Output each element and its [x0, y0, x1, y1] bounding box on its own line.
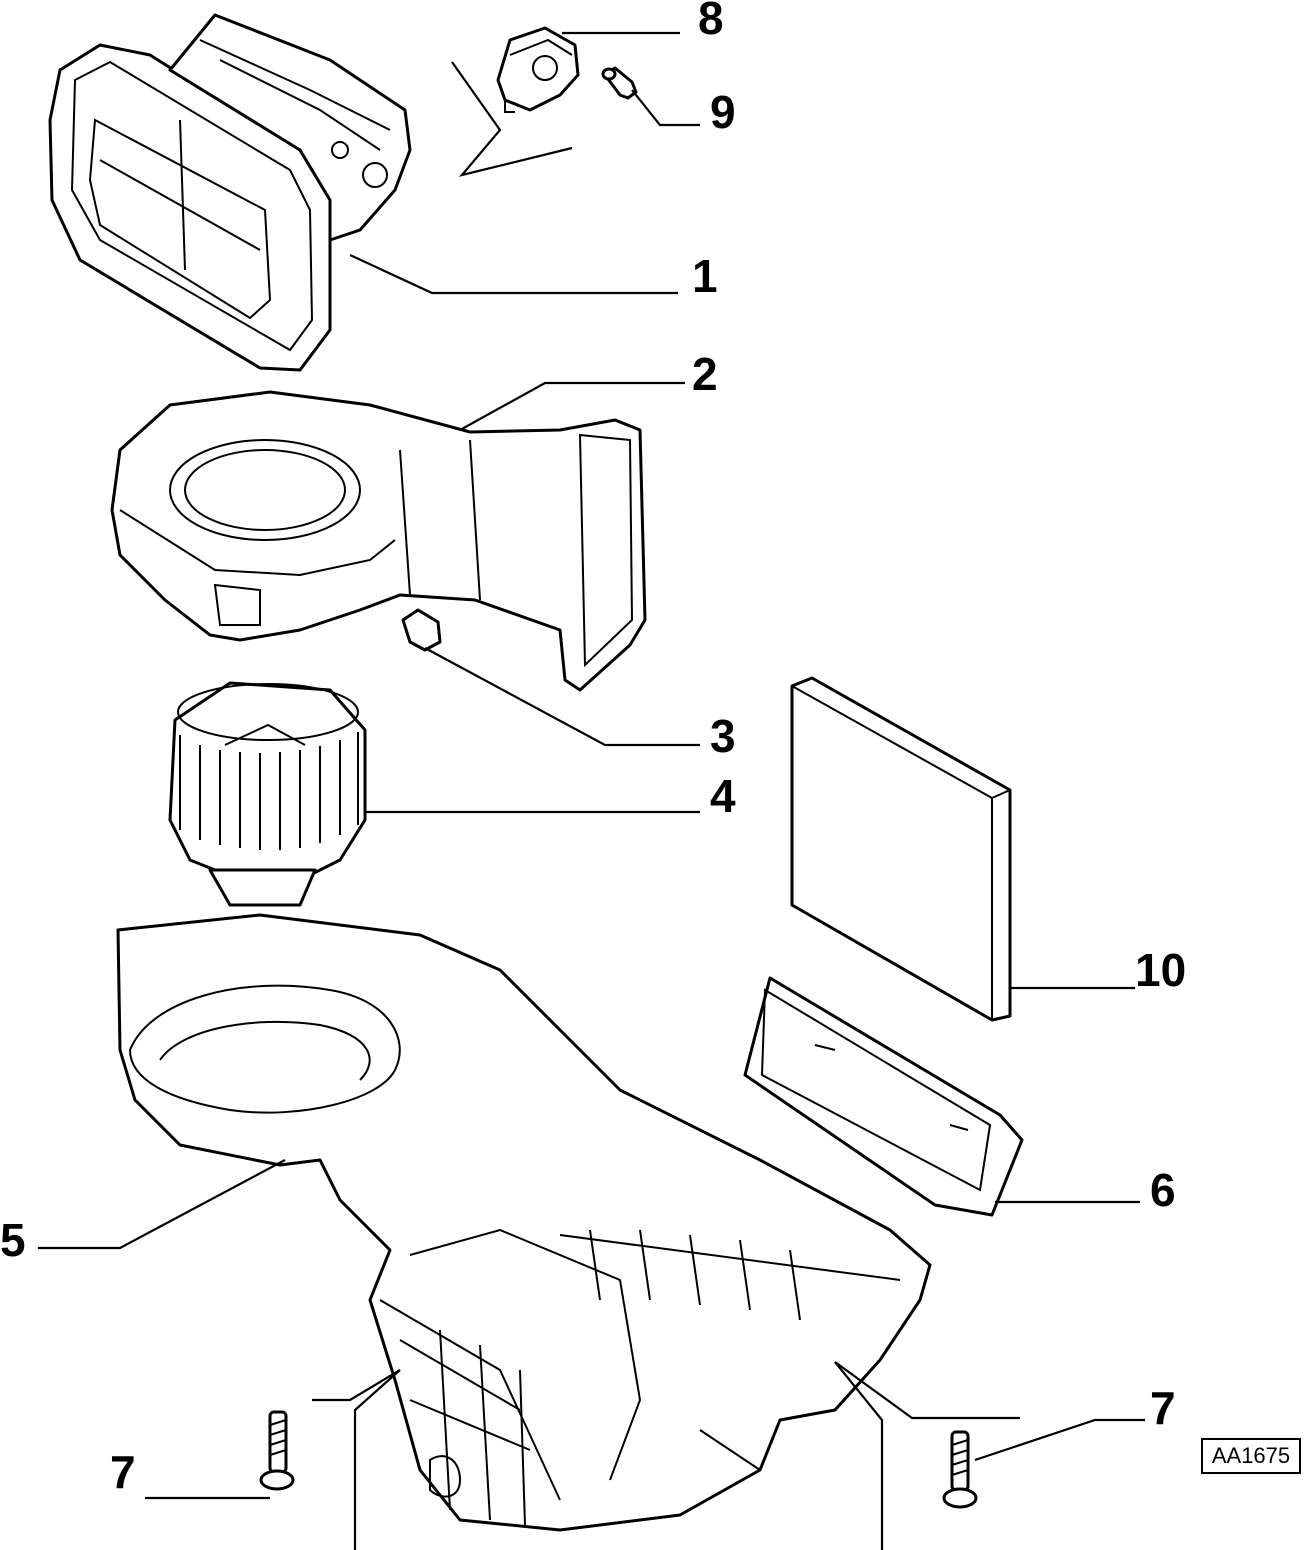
callout-7-right: 7 — [1150, 1382, 1176, 1434]
callout-3: 3 — [710, 710, 736, 762]
part-6-filter-cover — [743, 976, 1024, 1217]
part-9-screw — [601, 66, 638, 100]
part-5-lower-main-housing — [116, 913, 932, 1532]
part-2-blower-upper-housing — [110, 390, 647, 692]
part-1-intake-housing — [48, 13, 412, 372]
callout-5: 5 — [0, 1214, 26, 1266]
callout-7-left: 7 — [110, 1446, 136, 1498]
callout-6: 6 — [1150, 1164, 1176, 1216]
part-10-cabin-filter — [790, 676, 1012, 1022]
leader-lines — [38, 31, 1145, 1550]
part-4-blower-fan — [168, 681, 367, 907]
callout-10: 10 — [1135, 944, 1186, 996]
part-3-clip — [401, 608, 442, 652]
part-7-bolt-left — [259, 1410, 295, 1491]
callout-4: 4 — [710, 770, 736, 822]
callout-2: 2 — [692, 348, 718, 400]
part-7-bolt-right — [942, 1430, 978, 1509]
callout-1: 1 — [692, 250, 718, 302]
part-8-actuator — [496, 26, 580, 113]
drawing-code-label: AA1675 — [1201, 1438, 1301, 1474]
callout-9: 9 — [710, 86, 736, 138]
callout-8: 8 — [698, 0, 724, 44]
